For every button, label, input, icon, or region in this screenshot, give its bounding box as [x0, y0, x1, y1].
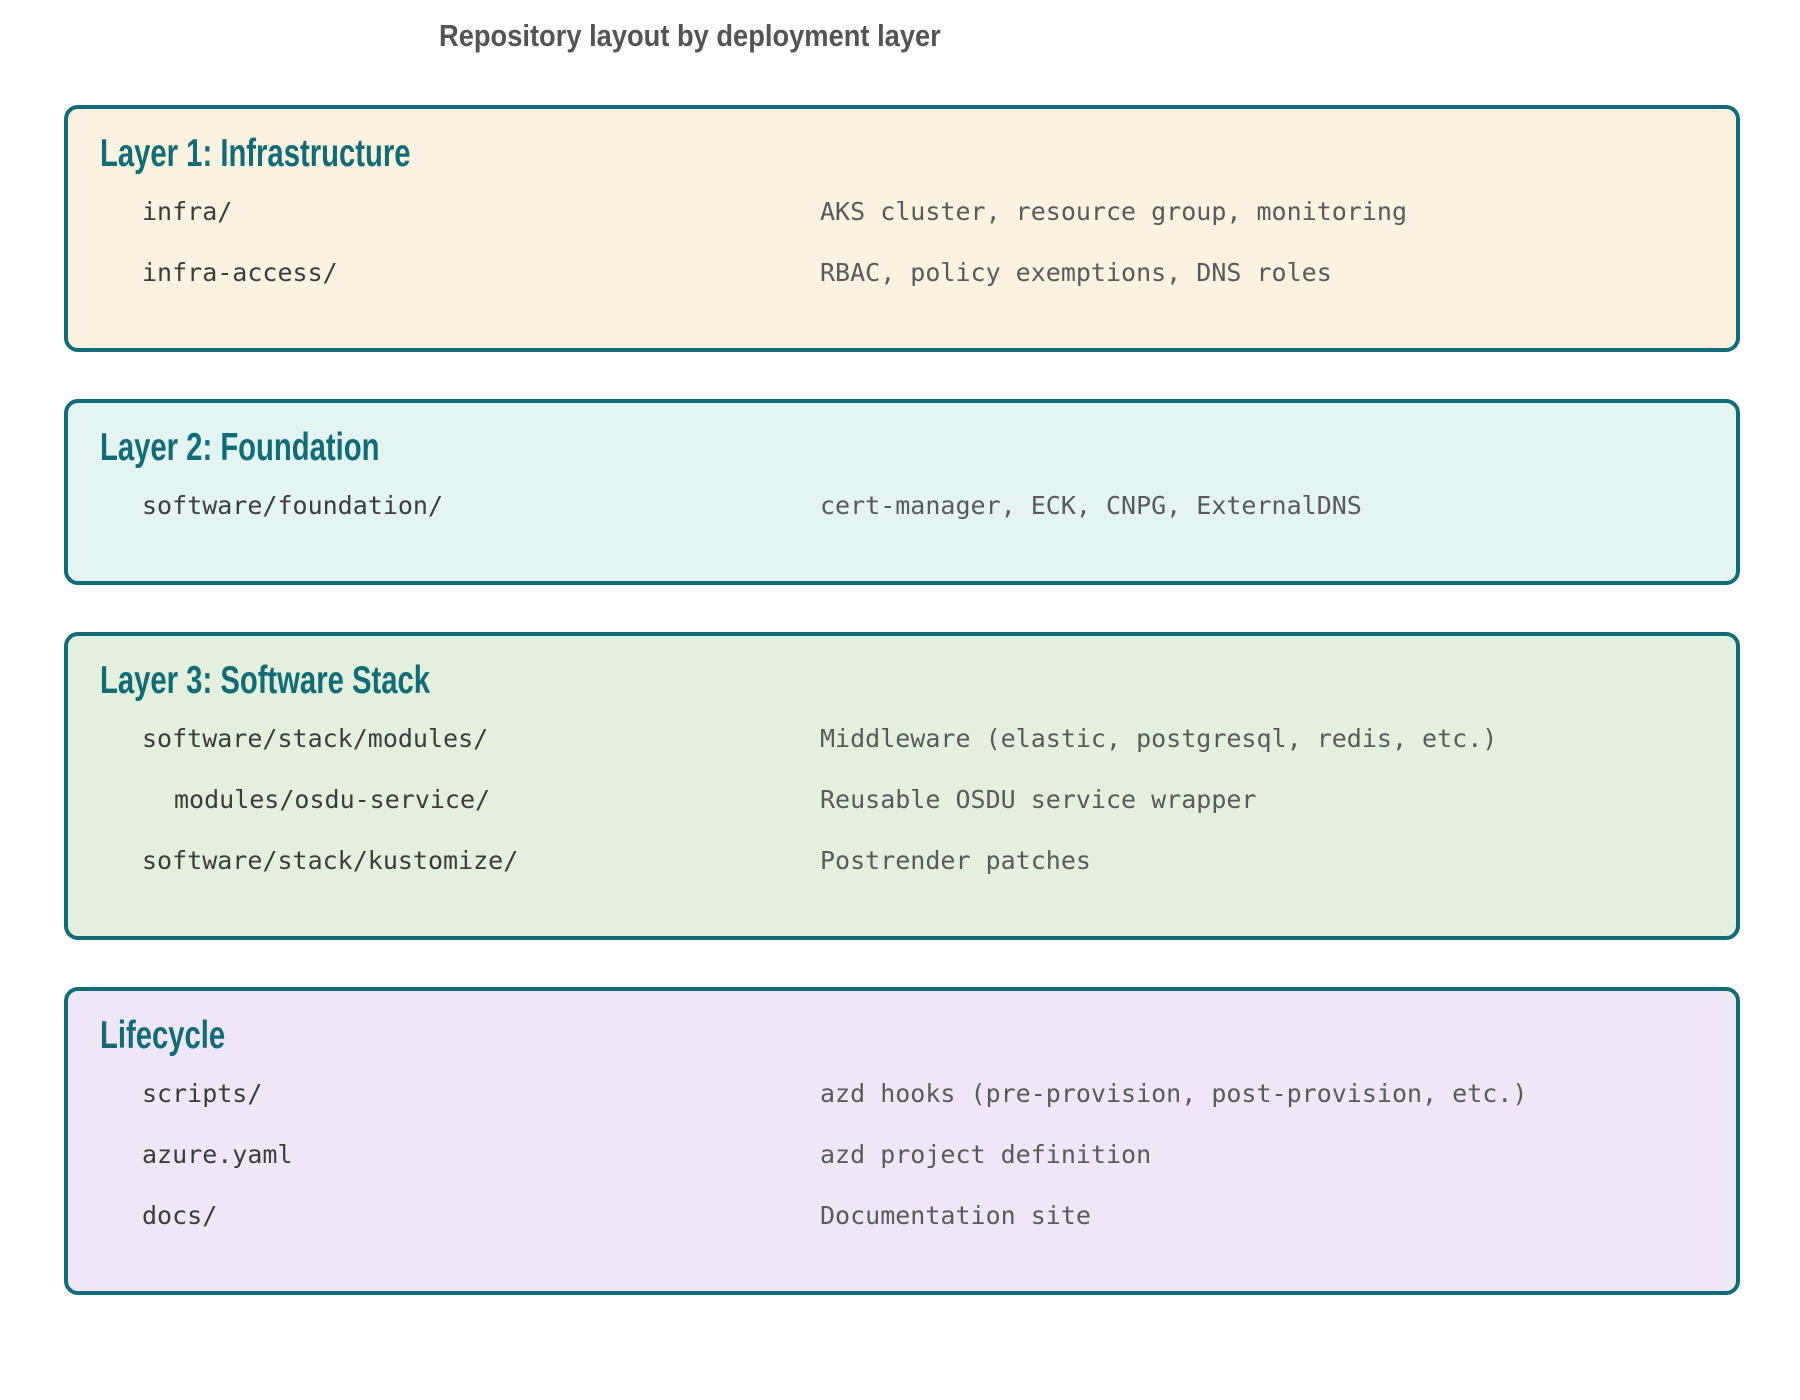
repo-description: Reusable OSDU service wrapper: [820, 785, 1257, 814]
repo-row: azure.yaml azd project definition: [68, 1124, 1736, 1185]
repo-row: modules/osdu-service/ Reusable OSDU serv…: [68, 769, 1736, 830]
repo-description: Postrender patches: [820, 846, 1091, 875]
repo-row: software/stack/modules/ Middleware (elas…: [68, 708, 1736, 769]
repo-row: infra-access/ RBAC, policy exemptions, D…: [68, 242, 1736, 303]
repo-path: infra-access/: [142, 258, 338, 287]
repo-description: Middleware (elastic, postgresql, redis, …: [820, 724, 1498, 753]
layer-box-lifecycle: Lifecycle scripts/ azd hooks (pre-provis…: [64, 987, 1740, 1295]
repo-row: software/stack/kustomize/ Postrender pat…: [68, 830, 1736, 891]
layer-box-software-stack: Layer 3: Software Stack software/stack/m…: [64, 632, 1740, 940]
repo-row: infra/ AKS cluster, resource group, moni…: [68, 181, 1736, 242]
diagram-title: Repository layout by deployment layer: [439, 18, 941, 53]
repo-path: software/stack/modules/: [142, 724, 489, 753]
repo-description: azd hooks (pre-provision, post-provision…: [820, 1079, 1528, 1108]
repo-description: Documentation site: [820, 1201, 1091, 1230]
repo-description: RBAC, policy exemptions, DNS roles: [820, 258, 1332, 287]
repo-row: scripts/ azd hooks (pre-provision, post-…: [68, 1063, 1736, 1124]
layer-box-foundation: Layer 2: Foundation software/foundation/…: [64, 399, 1740, 585]
layer-heading-text: Layer 3: Software Stack: [100, 659, 431, 702]
repo-path: infra/: [142, 197, 233, 226]
layer-heading-text: Lifecycle: [100, 1014, 226, 1057]
repo-description: azd project definition: [820, 1140, 1152, 1169]
layer-heading: Layer 1: Infrastructure: [100, 127, 1736, 181]
repo-row: software/foundation/ cert-manager, ECK, …: [68, 475, 1736, 536]
layer-box-infrastructure: Layer 1: Infrastructure infra/ AKS clust…: [64, 105, 1740, 352]
repo-path: software/foundation/: [142, 491, 444, 520]
layer-stack: Layer 1: Infrastructure infra/ AKS clust…: [64, 105, 1740, 1342]
repo-row: docs/ Documentation site: [68, 1185, 1736, 1246]
layer-heading-text: Layer 1: Infrastructure: [100, 132, 411, 175]
repo-path: scripts/: [142, 1079, 263, 1108]
repo-path: modules/osdu-service/: [174, 785, 491, 814]
layer-heading: Layer 3: Software Stack: [100, 654, 1736, 708]
repo-description: AKS cluster, resource group, monitoring: [820, 197, 1407, 226]
repo-description: cert-manager, ECK, CNPG, ExternalDNS: [820, 491, 1362, 520]
repo-path: software/stack/kustomize/: [142, 846, 519, 875]
layer-heading-text: Layer 2: Foundation: [100, 426, 380, 469]
layer-heading: Lifecycle: [100, 1009, 1736, 1063]
repo-path: docs/: [142, 1201, 218, 1230]
layer-heading: Layer 2: Foundation: [100, 421, 1736, 475]
repo-path: azure.yaml: [142, 1140, 293, 1169]
